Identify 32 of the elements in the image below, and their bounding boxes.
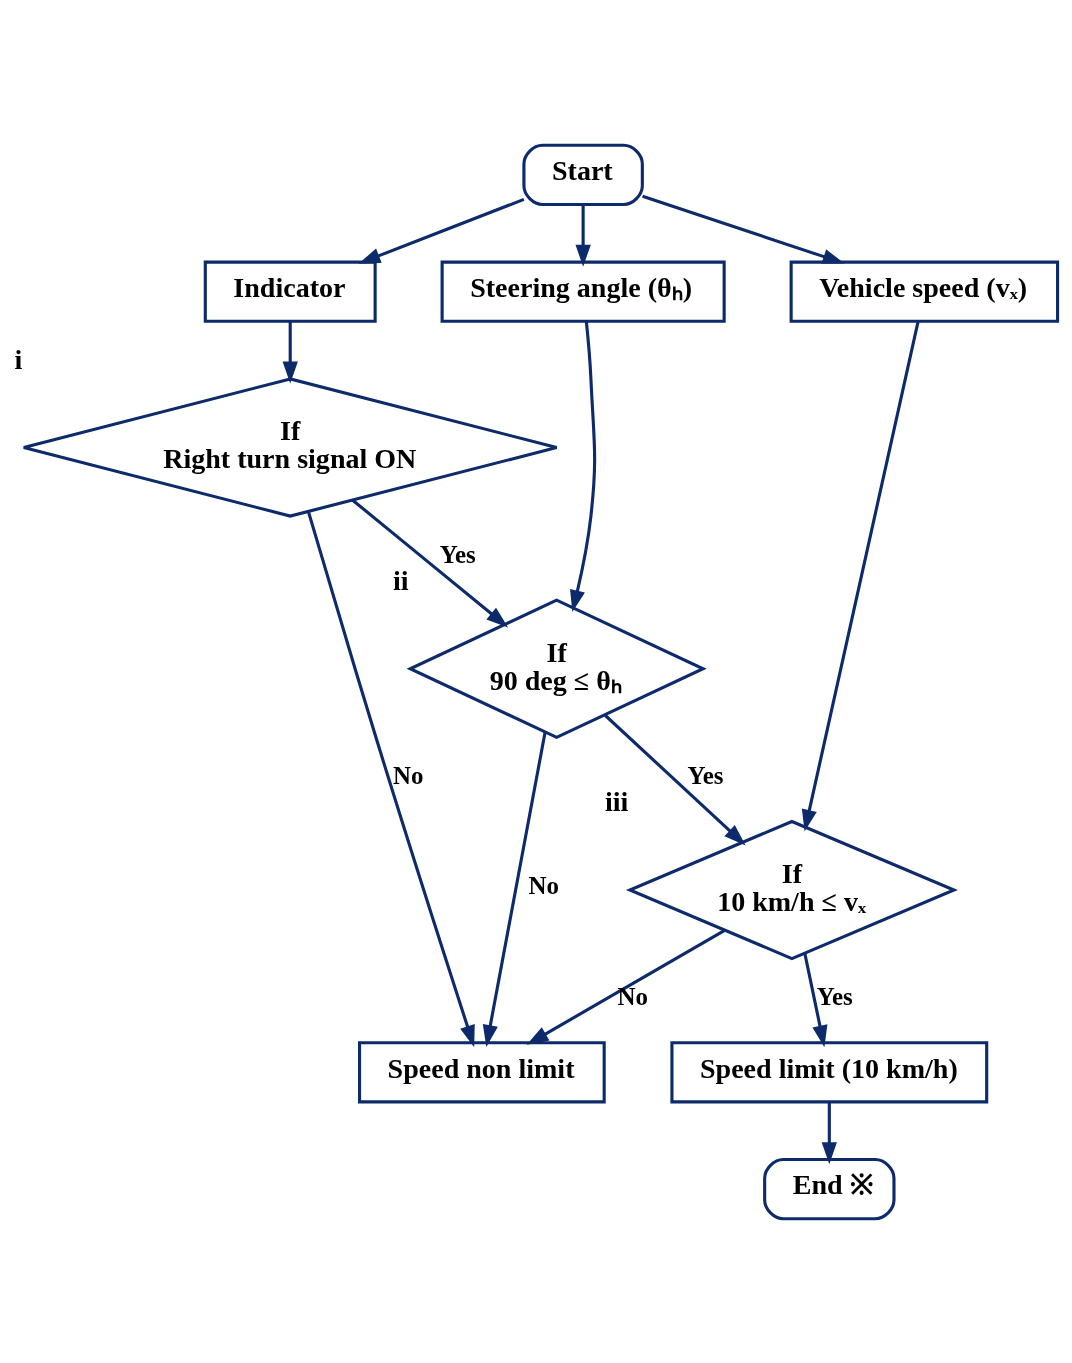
edge-label: Yes bbox=[687, 761, 724, 789]
node-label: ii bbox=[393, 564, 409, 596]
arrow bbox=[801, 320, 920, 832]
arrow bbox=[570, 321, 597, 612]
node-diamond: If 10 km/h ≤ vₓ bbox=[625, 819, 958, 960]
node-box: End ※ bbox=[763, 1157, 896, 1220]
node-box: Speed limit (10 km/h) bbox=[670, 1040, 989, 1103]
node-label: iii bbox=[604, 785, 629, 817]
edge-label: Yes bbox=[439, 539, 476, 567]
node-box: Start bbox=[522, 143, 644, 206]
edge-label: No bbox=[393, 761, 424, 789]
edge-label: No bbox=[617, 982, 648, 1010]
node-box: Speed non limit bbox=[358, 1040, 606, 1103]
arrow bbox=[575, 204, 591, 267]
node-box: Indicator bbox=[203, 260, 377, 323]
node-box: Vehicle speed (vₓ) bbox=[789, 260, 1060, 323]
arrow bbox=[351, 498, 509, 627]
edge-label: Yes bbox=[816, 982, 853, 1010]
edge-label: No bbox=[528, 871, 560, 899]
arrow bbox=[306, 510, 475, 1047]
node-diamond: If 90 deg ≤ θₕ bbox=[406, 597, 707, 739]
node-label: i bbox=[14, 343, 23, 375]
arrow bbox=[821, 1101, 837, 1164]
arrow bbox=[803, 952, 828, 1047]
node-diamond: If Right turn signal ON bbox=[22, 376, 559, 518]
arrow bbox=[358, 197, 525, 264]
arrow bbox=[282, 321, 298, 383]
arrow bbox=[642, 194, 845, 264]
arrow bbox=[603, 713, 746, 846]
arrow bbox=[526, 928, 726, 1045]
node-box: Steering angle (θₕ) bbox=[440, 260, 726, 323]
arrow bbox=[482, 731, 547, 1047]
